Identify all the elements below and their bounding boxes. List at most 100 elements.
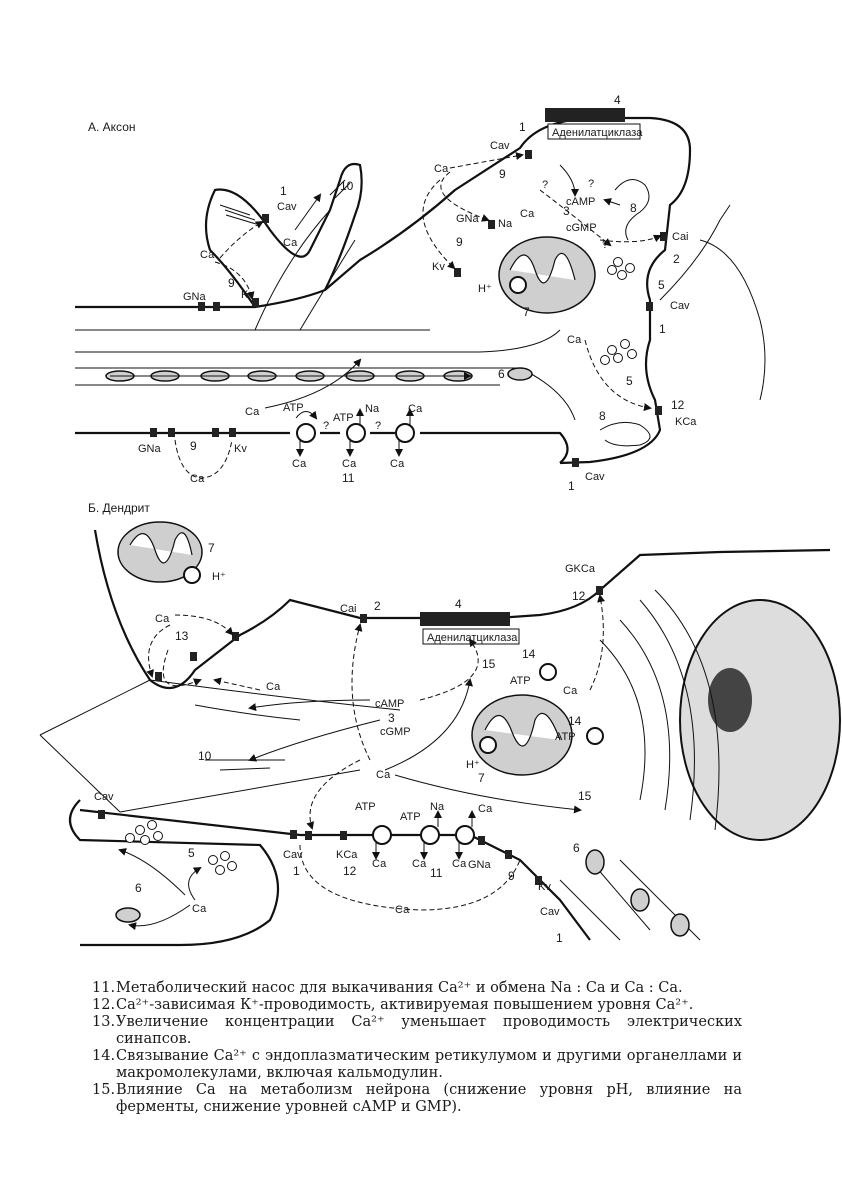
svg-text:?: ? bbox=[542, 179, 548, 191]
legend-text: Влияние Са на метаболизм нейрона (снижен… bbox=[116, 1082, 742, 1115]
svg-text:ATP: ATP bbox=[333, 412, 354, 424]
svg-text:?: ? bbox=[602, 239, 608, 251]
svg-text:Kv: Kv bbox=[432, 261, 445, 273]
svg-text:8: 8 bbox=[599, 409, 606, 423]
dendrite-pumps bbox=[372, 663, 604, 860]
svg-text:Cav: Cav bbox=[277, 201, 297, 213]
svg-text:Kv: Kv bbox=[234, 443, 247, 455]
svg-text:GNa: GNa bbox=[456, 213, 480, 225]
svg-text:Са: Са bbox=[567, 334, 582, 346]
axon-organelles bbox=[105, 367, 533, 382]
legend-text: Са²⁺-зависимая К⁺-проводимость, активиру… bbox=[116, 997, 694, 1013]
svg-text:9: 9 bbox=[456, 235, 463, 249]
svg-text:15: 15 bbox=[482, 657, 496, 671]
svg-text:9: 9 bbox=[228, 276, 235, 290]
svg-text:Са: Са bbox=[395, 904, 410, 916]
legend-text: Связывание Са²⁺ с эндоплазматическим рет… bbox=[116, 1048, 742, 1081]
svg-text:GKCa: GKCa bbox=[565, 563, 596, 575]
svg-text:Са: Са bbox=[478, 803, 493, 815]
svg-text:GNa: GNa bbox=[138, 443, 162, 455]
legend-item: 11.Метаболический насос для выкачивания … bbox=[92, 980, 742, 997]
svg-text:KCa: KCa bbox=[336, 849, 358, 861]
svg-text:Cav: Cav bbox=[283, 849, 303, 861]
legend-item: 15.Влияние Са на метаболизм нейрона (сни… bbox=[92, 1082, 742, 1116]
adenylate-cyclase-a: Аденилатциклаза 4 bbox=[545, 93, 643, 140]
svg-text:cGMP: cGMP bbox=[380, 726, 411, 738]
svg-text:cGMP: cGMP bbox=[566, 222, 597, 234]
svg-text:Са: Са bbox=[266, 681, 281, 693]
svg-text:ATP: ATP bbox=[355, 801, 376, 813]
axon-channels bbox=[150, 150, 667, 467]
svg-text:Са: Са bbox=[342, 458, 357, 470]
svg-text:Cav: Cav bbox=[490, 140, 510, 152]
dendrite-flows bbox=[118, 594, 606, 931]
svg-text:1: 1 bbox=[519, 120, 526, 134]
svg-text:9: 9 bbox=[190, 439, 197, 453]
dendrite-labels: Са 13 Са 10 Cai 2 cAMP 3 cGMP Са 15 14 A… bbox=[94, 563, 596, 945]
svg-text:Са: Са bbox=[245, 406, 260, 418]
svg-text:15: 15 bbox=[578, 789, 592, 803]
svg-text:6: 6 bbox=[498, 367, 505, 381]
svg-text:Са: Са bbox=[376, 769, 391, 781]
svg-text:Са: Са bbox=[408, 403, 423, 415]
svg-text:1: 1 bbox=[280, 184, 287, 198]
svg-text:7: 7 bbox=[523, 305, 530, 319]
svg-text:14: 14 bbox=[522, 647, 536, 661]
svg-text:ATP: ATP bbox=[555, 731, 576, 743]
panel-a-title: А. Аксон bbox=[88, 120, 136, 134]
legend-number: 15. bbox=[92, 1082, 116, 1098]
svg-text:5: 5 bbox=[626, 374, 633, 388]
svg-text:Са: Са bbox=[155, 613, 170, 625]
svg-text:Cav: Cav bbox=[94, 791, 114, 803]
svg-text:10: 10 bbox=[198, 749, 212, 763]
svg-text:Na: Na bbox=[498, 218, 513, 230]
svg-text:12: 12 bbox=[343, 864, 357, 878]
legend-number: 14. bbox=[92, 1048, 116, 1064]
label-4-a: 4 bbox=[614, 93, 621, 107]
dendrite-channels bbox=[98, 586, 603, 885]
svg-text:1: 1 bbox=[659, 322, 666, 336]
svg-text:7: 7 bbox=[478, 771, 485, 785]
mitochondrion-a: H⁺ bbox=[478, 236, 596, 314]
svg-text:8: 8 bbox=[630, 201, 637, 215]
legend: 11.Метаболический насос для выкачивания … bbox=[92, 980, 742, 1116]
svg-text:3: 3 bbox=[563, 204, 570, 218]
svg-text:4: 4 bbox=[455, 597, 462, 611]
svg-text:7: 7 bbox=[208, 541, 215, 555]
mitochondrion-b-center: H⁺ 7 bbox=[466, 694, 573, 785]
legend-item: 12.Са²⁺-зависимая К⁺-проводимость, актив… bbox=[92, 997, 742, 1014]
svg-text:3: 3 bbox=[388, 711, 395, 725]
svg-text:5: 5 bbox=[188, 846, 195, 860]
svg-text:5: 5 bbox=[658, 278, 665, 292]
svg-text:GNa: GNa bbox=[468, 859, 492, 871]
svg-text:9: 9 bbox=[508, 869, 515, 883]
svg-text:1: 1 bbox=[556, 931, 563, 945]
svg-text:6: 6 bbox=[573, 841, 580, 855]
legend-number: 13. bbox=[92, 1014, 116, 1030]
svg-text:Kv: Kv bbox=[241, 289, 254, 301]
svg-text:Cai: Cai bbox=[340, 603, 357, 615]
svg-text:Са: Са bbox=[434, 163, 449, 175]
svg-text:?: ? bbox=[588, 178, 594, 190]
svg-text:11: 11 bbox=[430, 866, 443, 880]
h-plus-a: H⁺ bbox=[478, 283, 492, 295]
svg-text:ATP: ATP bbox=[283, 402, 304, 414]
svg-text:ATP: ATP bbox=[400, 811, 421, 823]
svg-text:10: 10 bbox=[340, 179, 354, 193]
legend-item: 13.Увеличение концентрации Са²⁺ уменьшае… bbox=[92, 1014, 742, 1048]
svg-text:Са: Са bbox=[283, 237, 298, 249]
svg-text:H⁺: H⁺ bbox=[212, 571, 226, 583]
svg-text:Cav: Cav bbox=[670, 300, 690, 312]
legend-number: 11. bbox=[92, 980, 116, 996]
axon-pumps bbox=[295, 408, 415, 457]
svg-text:Cai: Cai bbox=[672, 231, 689, 243]
svg-text:Са: Са bbox=[412, 858, 427, 870]
svg-text:9: 9 bbox=[499, 167, 506, 181]
svg-text:13: 13 bbox=[175, 629, 189, 643]
vesicles-a bbox=[600, 257, 637, 365]
axon-flows bbox=[174, 152, 662, 479]
adenylate-cyclase-label: Аденилатциклаза bbox=[552, 127, 643, 139]
svg-text:Kv: Kv bbox=[538, 881, 551, 893]
svg-text:H⁺: H⁺ bbox=[466, 759, 480, 771]
nucleus-er bbox=[599, 589, 841, 841]
